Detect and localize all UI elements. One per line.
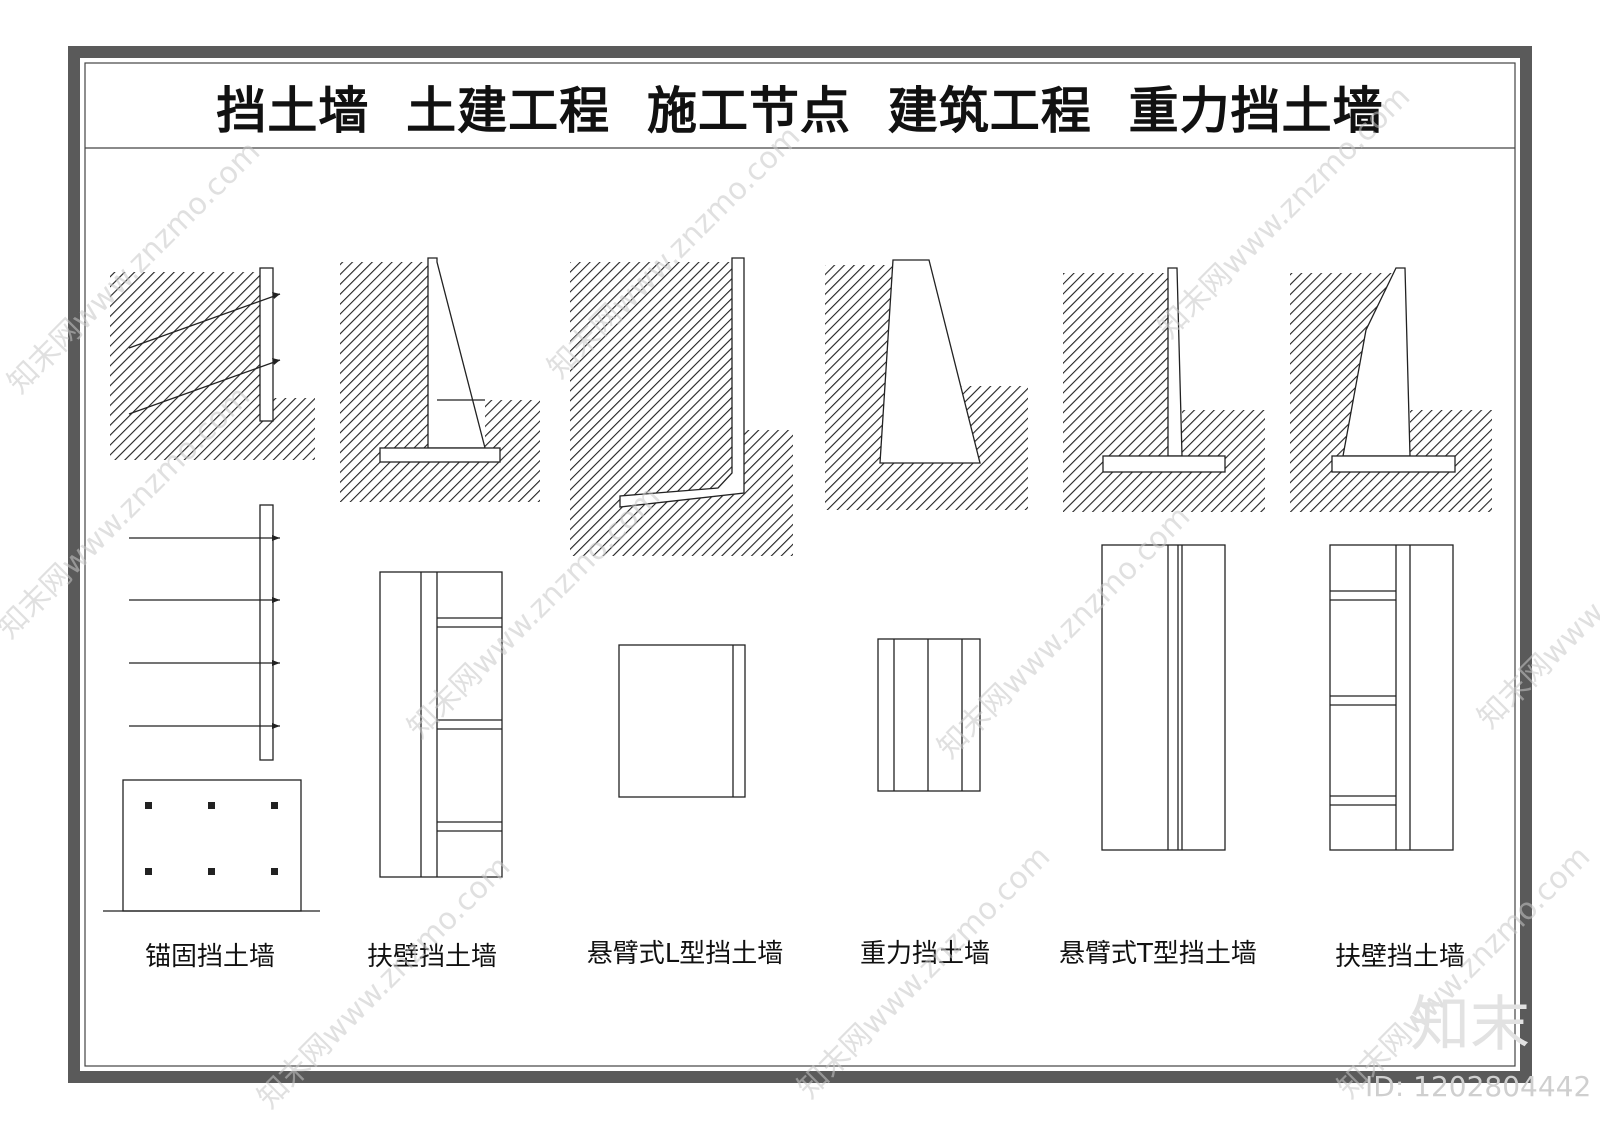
anchor-rod [129,660,280,666]
anchored-wall-elevation [129,504,280,761]
buttress-wall-section-2 [1290,267,1492,512]
sheet-frame [68,46,1532,1083]
drawing-id: ID: 1202804442 [1365,1070,1591,1103]
cantilever-l-wall-section [570,257,793,556]
caption-buttress-wall-2: 扶壁挡土墙 [1335,942,1465,972]
anchor-rod [129,597,280,603]
anchor-rod [129,535,280,541]
anchor-head [145,868,278,875]
caption-cantilever-l-wall: 悬臂式L型挡土墙 [587,939,784,969]
buttress-wall-plan-2 [1329,544,1454,851]
cantilever-l-wall-plan [618,644,746,798]
anchor-rod [129,723,280,729]
cantilever-t-wall-section [1063,267,1265,512]
cantilever-t-wall-plan [1101,544,1226,851]
anchored-wall-section [110,267,315,460]
gravity-wall-plan [877,638,981,792]
buttress-wall-plan [379,571,503,878]
buttress-wall-section [340,257,540,502]
watermark-logo: 知末 [1410,990,1530,1060]
caption-cantilever-t-wall: 悬臂式T型挡土墙 [1059,939,1257,969]
inner-frame [84,62,1516,1067]
anchor-head [145,802,278,809]
caption-anchored-wall: 锚固挡土墙 [145,942,275,972]
caption-buttress-wall: 扶壁挡土墙 [367,942,497,972]
caption-gravity-wall: 重力挡土墙 [860,939,990,969]
gravity-wall-section [825,259,1028,510]
anchored-wall-front-view [103,779,320,912]
sheet-title: 挡土墙 土建工程 施工节点 建筑工程 重力挡土墙 [216,82,1383,140]
